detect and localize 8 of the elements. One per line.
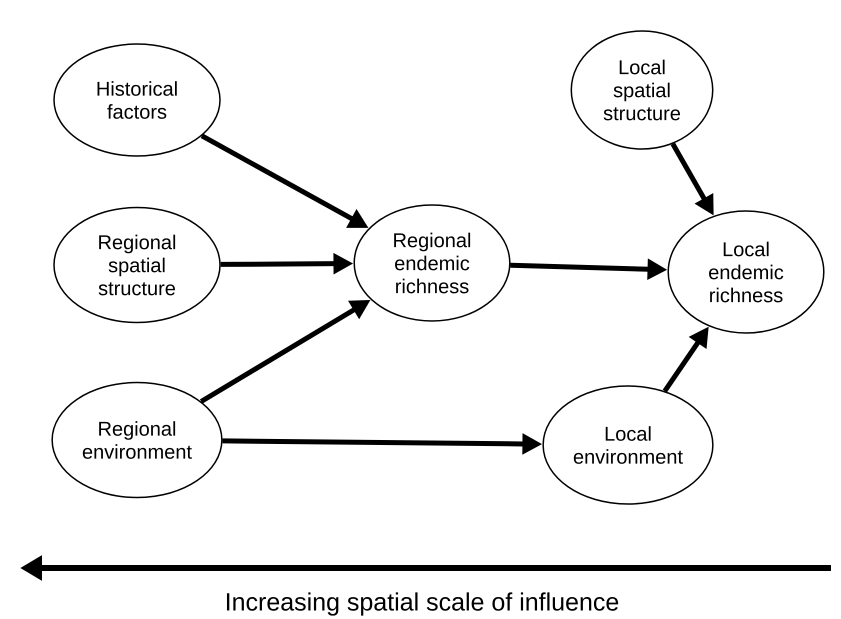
ellipse-node: Regional spatial structure: [53, 206, 221, 324]
ellipse-node: Historical factors: [53, 43, 221, 157]
ellipse-node: Regional endemic richness: [353, 204, 511, 322]
ellipse-node: Local spatial structure: [570, 30, 714, 150]
ellipse-node: Regional environment: [51, 382, 223, 498]
axis-caption: Increasing spatial scale of influence: [226, 592, 618, 616]
ellipse-node: Local environment: [542, 385, 714, 505]
ellipse-node: Local endemic richness: [667, 210, 825, 334]
